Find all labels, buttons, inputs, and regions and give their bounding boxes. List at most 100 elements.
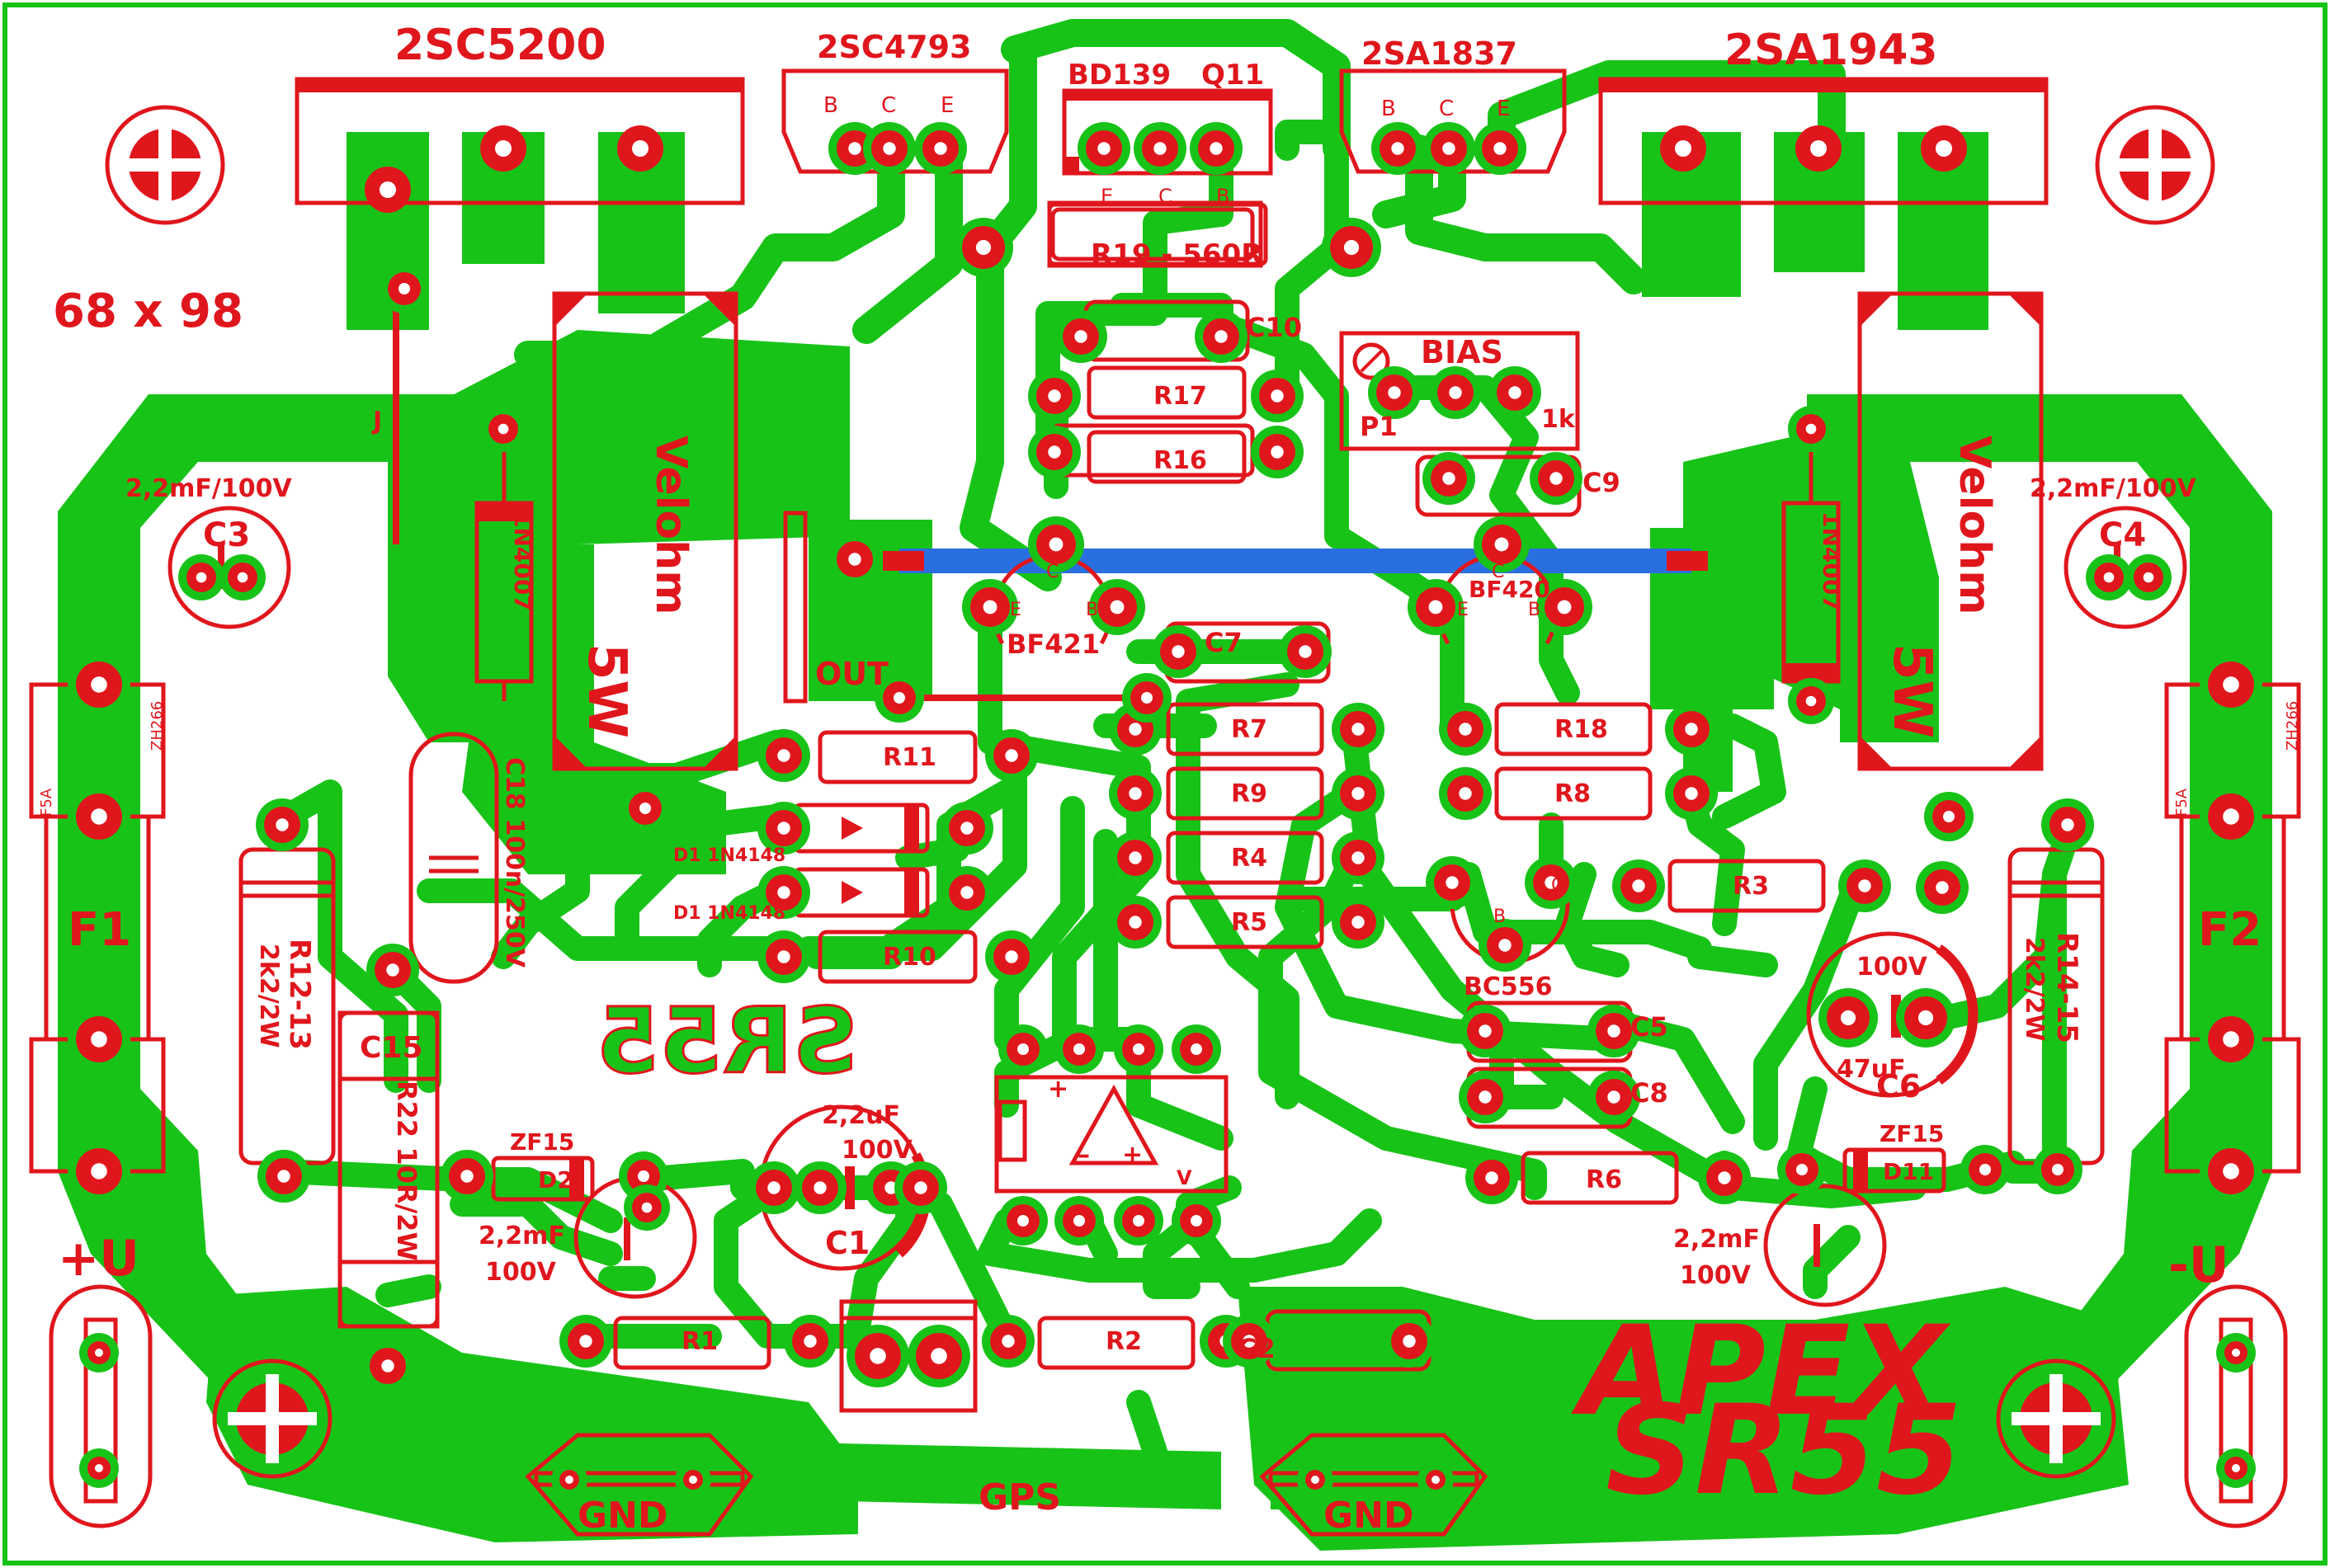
- emitter-resistor-left: [552, 291, 738, 771]
- pad-hole: [1557, 600, 1572, 614]
- pad-hole: [1936, 140, 1952, 157]
- label-c2: C2: [1238, 1333, 1276, 1364]
- label-cz-right-value: 2,2mF: [1673, 1225, 1760, 1254]
- pad-hole: [1351, 787, 1365, 800]
- pad-hole: [1805, 423, 1817, 435]
- pad-hole: [1129, 851, 1142, 864]
- pin-2sc4793-c: C: [881, 93, 896, 118]
- label-r17: R17: [1153, 382, 1207, 411]
- label-velohm-left: Velohm: [646, 436, 696, 614]
- brand-apex: APEX: [1571, 1300, 1950, 1443]
- cap-c3-outline: [167, 506, 291, 629]
- pad-hole: [381, 1359, 394, 1373]
- label-f1: F1: [68, 903, 131, 957]
- pad-hole: [276, 818, 289, 831]
- terminal-minus-u: [2184, 1284, 2288, 1528]
- label-minus-u: -U: [2168, 1236, 2229, 1294]
- terminal-gnd-left: [525, 1433, 754, 1537]
- label-gnd-left: GND: [578, 1495, 667, 1537]
- label-fuse-holder-left: ZH266: [149, 701, 166, 751]
- cap-c18-outline: [408, 732, 499, 984]
- label-fuse-holder-right: ZH266: [2284, 701, 2301, 751]
- emitter-resistor-right: [1857, 291, 2044, 771]
- pad-hole: [1017, 1043, 1029, 1055]
- pad-hole: [931, 1348, 947, 1364]
- label-bias: BIAS: [1421, 334, 1503, 370]
- label-c6: C6: [1876, 1068, 1921, 1104]
- pad-hole: [1172, 645, 1185, 658]
- pin-2sa1837-b: B: [1381, 97, 1396, 121]
- pad-hole: [1607, 1024, 1620, 1038]
- pad-hole: [91, 1031, 107, 1048]
- pad-hole: [1351, 723, 1365, 736]
- resistor-r16-outline: [1087, 430, 1247, 484]
- pad-hole: [1271, 389, 1284, 403]
- label-d2-type: ZF15: [510, 1128, 574, 1156]
- pad-hole: [91, 1163, 107, 1180]
- label-2sc5200: 2SC5200: [394, 21, 606, 70]
- pad-hole: [237, 572, 248, 583]
- pin-bd139-c: C: [1158, 185, 1172, 208]
- pad-hole: [1796, 1164, 1808, 1175]
- pad-hole: [1110, 600, 1125, 614]
- logo-mirrored-sr55: SR55: [597, 988, 858, 1094]
- pad-hole: [804, 1335, 817, 1348]
- pad-hole: [1048, 445, 1061, 459]
- pad-hole: [1215, 330, 1228, 343]
- label-d1b: D1 1N4148: [673, 903, 785, 924]
- pad-hole: [689, 1476, 697, 1484]
- pad-hole: [386, 963, 399, 977]
- pad-hole: [2052, 1164, 2064, 1175]
- pad-hole: [960, 886, 974, 899]
- pad-hole: [1243, 1335, 1256, 1348]
- label-c3: C3: [203, 516, 250, 554]
- pad-hole: [1271, 445, 1284, 459]
- pad-hole: [1979, 1164, 1991, 1175]
- pad-hole: [1129, 787, 1142, 800]
- q-2sa1837-outline: [1339, 68, 1567, 174]
- label-r7: R7: [1231, 715, 1267, 744]
- pad-hole: [1840, 1010, 1856, 1026]
- opamp-ic-outline: [994, 1075, 1229, 1194]
- brand-sr55: SR55: [1606, 1379, 1962, 1523]
- label-c3-value: 2,2mF/100V: [125, 474, 292, 503]
- diode-d2-outline: [491, 1156, 595, 1202]
- pad-hole: [777, 822, 790, 835]
- label-q11: Q11: [1201, 59, 1264, 92]
- pad-hole: [1074, 330, 1087, 343]
- pad-hole: [1351, 916, 1365, 929]
- pad-hole: [2103, 572, 2115, 583]
- pad-hole: [975, 239, 992, 256]
- pad-hole: [495, 140, 512, 157]
- pin-bc556-e: E: [1459, 875, 1470, 896]
- label-1n4007-right: 1N4007: [1818, 511, 1845, 611]
- pin-2sc4793-b: B: [823, 93, 838, 118]
- pad-hole: [934, 142, 947, 155]
- cap-zener-right-outline: [1763, 1184, 1887, 1307]
- opamp-minus: –: [1078, 1141, 1090, 1170]
- pad-hole: [1403, 1335, 1416, 1348]
- pad-hole: [1549, 472, 1563, 485]
- pad-hole: [870, 1348, 886, 1364]
- pad-hole: [565, 1476, 573, 1484]
- pad-hole: [1479, 1024, 1492, 1038]
- pad-hole: [1299, 645, 1312, 658]
- label-5w-right: 5W: [1881, 643, 1942, 738]
- pad-hole: [2061, 818, 2074, 831]
- label-velohm-right: Velohm: [1950, 436, 1999, 614]
- pad-hole: [638, 1170, 649, 1182]
- pad-hole: [1485, 1171, 1498, 1184]
- pad-hole: [91, 676, 107, 693]
- label-r18: R18: [1554, 715, 1608, 744]
- pad-hole: [1048, 389, 1061, 403]
- label-cz-left-value: 2,2mF: [479, 1222, 565, 1250]
- label-d1a: D1 1N4148: [673, 845, 785, 866]
- pin-bd139-b: B: [1216, 185, 1229, 208]
- label-r9: R9: [1231, 779, 1267, 808]
- pad-hole: [277, 1170, 290, 1183]
- label-5w-left: 5W: [576, 643, 637, 738]
- label-2sc4793: 2SC4793: [817, 29, 971, 65]
- label-r3: R3: [1733, 872, 1769, 901]
- pad-hole: [91, 808, 107, 825]
- label-r6: R6: [1586, 1165, 1622, 1194]
